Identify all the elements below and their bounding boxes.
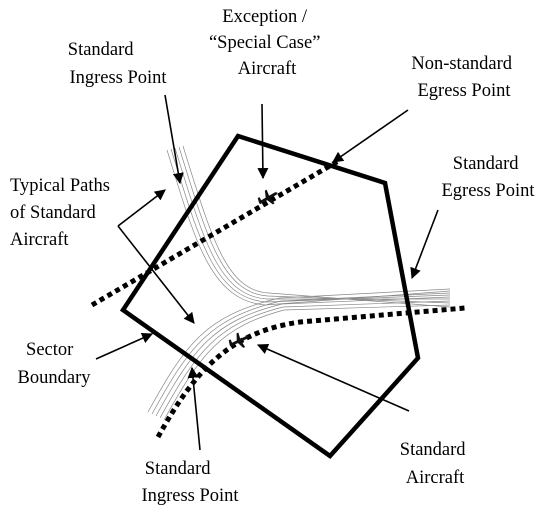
- arrowhead-icon: [117, 189, 166, 227]
- sector-boundary: [119, 133, 421, 459]
- arrowhead-icon: [257, 103, 269, 180]
- arrowhead-icon: [95, 333, 154, 360]
- label-sector-boundary: Sector Boundary: [18, 340, 92, 388]
- label-standard-aircraft: Standard Aircraft: [400, 440, 470, 488]
- exception-aircraft-path: [90, 157, 342, 308]
- label-standard-ingress-top: Standard Ingress Point: [68, 40, 168, 88]
- label-standard-ingress-bottom: Standard Ingress Point: [141, 459, 239, 506]
- arrowhead-icon: [187, 366, 201, 451]
- standard-path-bundle-upper: [166, 145, 451, 308]
- label-nonstandard-egress: Non-standard Egress Point: [411, 54, 516, 101]
- label-exception-aircraft: Exception / “Special Case” Aircraft: [209, 7, 325, 79]
- aircraft-icon: [257, 189, 278, 205]
- aircraft-icon: [228, 332, 249, 348]
- standard-ingress-dotted-path: [155, 305, 466, 439]
- arrowhead-icon: [164, 94, 184, 185]
- label-typical-paths: Typical Paths of Standard Aircraft: [10, 176, 115, 250]
- arrowhead-icon: [410, 209, 439, 280]
- label-standard-egress: Standard Egress Point: [441, 154, 535, 201]
- arrowhead-icon: [256, 343, 410, 412]
- arrowhead-icon: [117, 225, 195, 324]
- standard-path-bundle-lower: [147, 288, 451, 421]
- arrowhead-icon: [332, 109, 409, 163]
